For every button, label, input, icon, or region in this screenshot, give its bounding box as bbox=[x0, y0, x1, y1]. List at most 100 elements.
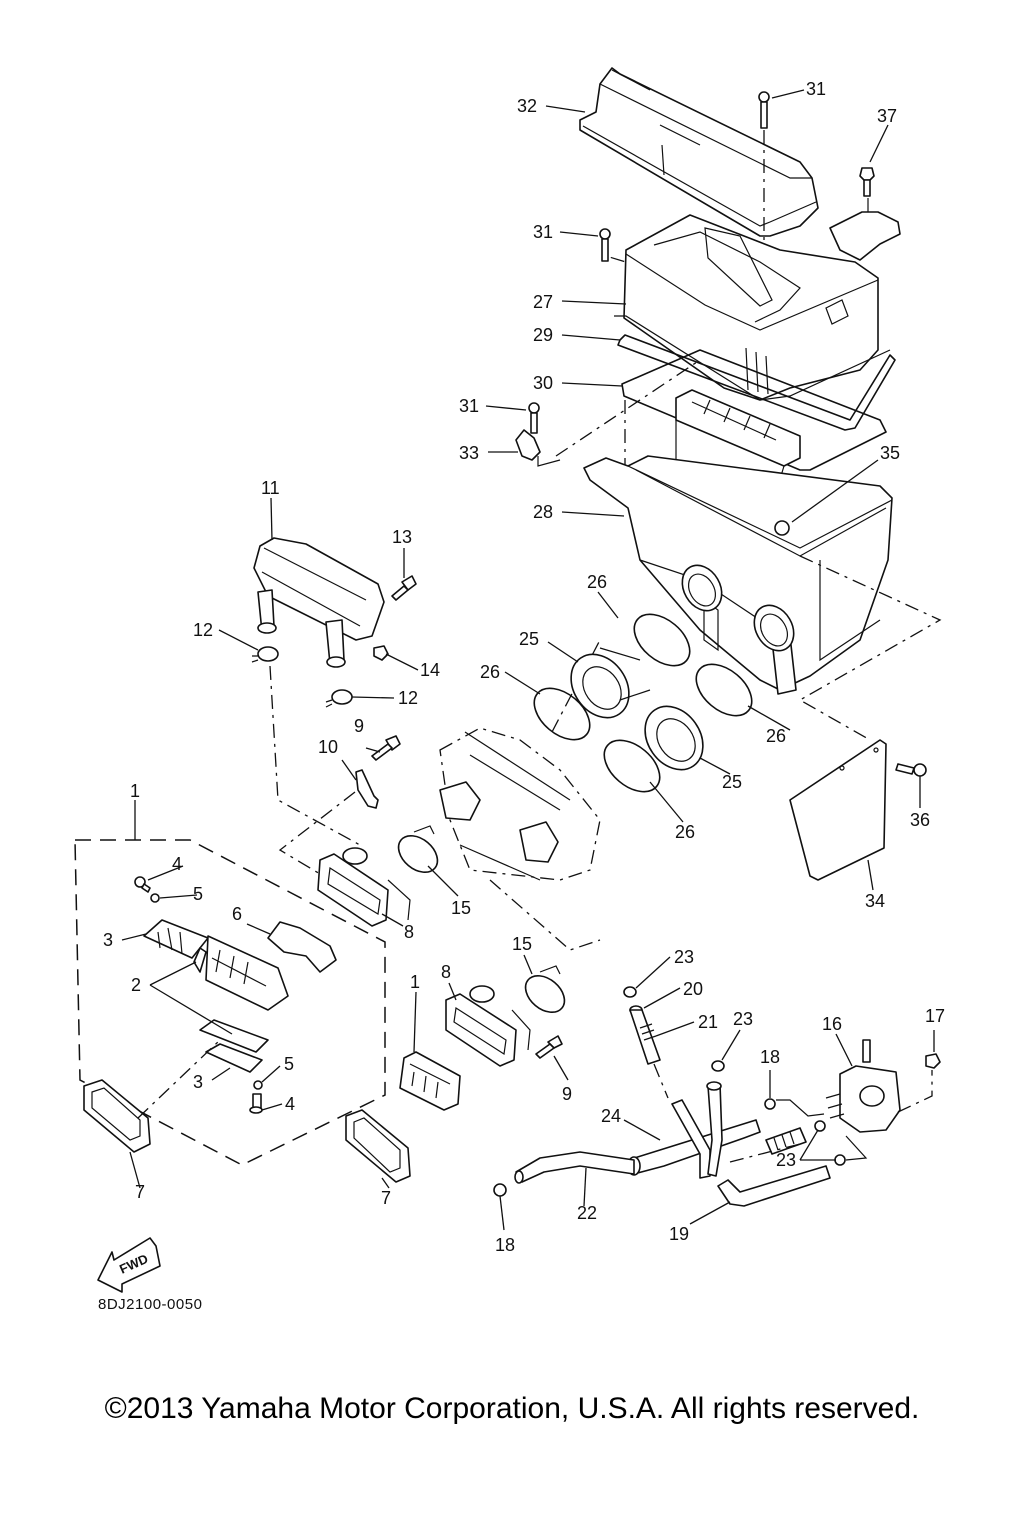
part-33-bracket[interactable] bbox=[515, 429, 561, 467]
callout-24[interactable]: 24 bbox=[601, 1106, 621, 1126]
part-31-screw-lower[interactable] bbox=[528, 402, 540, 434]
callout-2[interactable]: 2 bbox=[131, 975, 141, 995]
callout-26[interactable]: 26 bbox=[766, 726, 786, 746]
part-12-clip-b[interactable] bbox=[325, 689, 353, 708]
part-5-washer-upper[interactable] bbox=[150, 893, 160, 903]
callout-7[interactable]: 7 bbox=[135, 1182, 145, 1202]
callout-20[interactable]: 20 bbox=[683, 979, 703, 999]
part-18-clip-lower[interactable] bbox=[493, 1183, 507, 1197]
part-14-nut[interactable] bbox=[373, 645, 389, 661]
part-8-manifold-upper[interactable] bbox=[317, 847, 411, 927]
callout-10[interactable]: 10 bbox=[318, 737, 338, 757]
callout-15[interactable]: 15 bbox=[512, 934, 532, 954]
callout-13[interactable]: 13 bbox=[392, 527, 412, 547]
part-29-gasket[interactable] bbox=[617, 334, 896, 431]
y-hose[interactable] bbox=[671, 1081, 723, 1179]
part-20-hose[interactable] bbox=[629, 1005, 661, 1065]
callout-26[interactable]: 26 bbox=[675, 822, 695, 842]
part-25-joint-b[interactable] bbox=[633, 695, 715, 781]
part-28-airbox-case[interactable] bbox=[583, 455, 942, 741]
part-11-balance-pipe[interactable] bbox=[253, 537, 385, 668]
part-12-clip-a[interactable] bbox=[251, 646, 279, 663]
callout-37[interactable]: 37 bbox=[877, 106, 897, 126]
callout-3[interactable]: 3 bbox=[193, 1072, 203, 1092]
part-7-gasket-right[interactable] bbox=[345, 1109, 411, 1183]
callout-16[interactable]: 16 bbox=[822, 1014, 842, 1034]
part-32-cover[interactable] bbox=[579, 67, 819, 237]
callout-18[interactable]: 18 bbox=[760, 1047, 780, 1067]
callout-11[interactable]: 11 bbox=[261, 478, 280, 498]
part-13-bolt[interactable] bbox=[391, 575, 417, 601]
part-37-bolt[interactable] bbox=[829, 167, 901, 261]
callout-12[interactable]: 12 bbox=[193, 620, 213, 640]
callout-31[interactable]: 31 bbox=[806, 79, 826, 99]
callout-6[interactable]: 6 bbox=[232, 904, 242, 924]
callout-26[interactable]: 26 bbox=[587, 572, 607, 592]
callout-15[interactable]: 15 bbox=[451, 898, 471, 918]
callout-33[interactable]: 33 bbox=[459, 443, 479, 463]
part-9-bolt-lower[interactable] bbox=[535, 1035, 563, 1059]
part-36-screw[interactable] bbox=[895, 763, 927, 777]
callout-1[interactable]: 1 bbox=[410, 972, 420, 992]
callout-23[interactable]: 23 bbox=[776, 1150, 796, 1170]
part-10-holder[interactable] bbox=[355, 769, 379, 809]
part-35-grommet[interactable] bbox=[774, 520, 790, 536]
callout-5[interactable]: 5 bbox=[193, 884, 203, 904]
part-2-reed-valve[interactable] bbox=[193, 935, 289, 1011]
part-31-screw-left[interactable] bbox=[599, 228, 611, 262]
part-25-joint-a[interactable] bbox=[559, 643, 651, 729]
callout-8[interactable]: 8 bbox=[441, 962, 451, 982]
callout-30[interactable]: 30 bbox=[533, 373, 553, 393]
callout-5[interactable]: 5 bbox=[284, 1054, 294, 1074]
callout-28[interactable]: 28 bbox=[533, 502, 553, 522]
part-15-clamp-lower[interactable] bbox=[519, 965, 572, 1020]
part-8-manifold-lower[interactable] bbox=[445, 985, 531, 1067]
part-23-clip-a[interactable] bbox=[623, 986, 637, 998]
callout-29[interactable]: 29 bbox=[533, 325, 553, 345]
part-31-screw-top[interactable] bbox=[758, 91, 770, 300]
callout-19[interactable]: 19 bbox=[669, 1224, 689, 1244]
part-5-washer-lower[interactable] bbox=[253, 1080, 263, 1090]
callout-36[interactable]: 36 bbox=[910, 810, 930, 830]
part-9-bolt-upper[interactable] bbox=[371, 735, 401, 761]
part-23-clip-c[interactable] bbox=[814, 1120, 868, 1166]
part-26-clamp-b[interactable] bbox=[525, 678, 600, 750]
callout-35[interactable]: 35 bbox=[880, 443, 900, 463]
part-19-hose[interactable] bbox=[717, 1165, 831, 1207]
callout-4[interactable]: 4 bbox=[285, 1094, 295, 1114]
callout-3[interactable]: 3 bbox=[103, 930, 113, 950]
callout-25[interactable]: 25 bbox=[519, 629, 539, 649]
part-7-gasket-left[interactable] bbox=[83, 1079, 151, 1153]
callout-4[interactable]: 4 bbox=[172, 854, 182, 874]
part-26-clamp-a[interactable] bbox=[625, 604, 700, 676]
part-17-nut[interactable] bbox=[925, 1053, 941, 1069]
part-26-clamp-c[interactable] bbox=[687, 654, 762, 726]
callout-8[interactable]: 8 bbox=[404, 922, 414, 942]
part-15-clamp-upper[interactable] bbox=[392, 825, 445, 880]
callout-9[interactable]: 9 bbox=[354, 716, 364, 736]
callout-23[interactable]: 23 bbox=[733, 1009, 753, 1029]
callout-18[interactable]: 18 bbox=[495, 1235, 515, 1255]
callout-26[interactable]: 26 bbox=[480, 662, 500, 682]
part-26-clamp-d[interactable] bbox=[595, 730, 670, 802]
callout-1[interactable]: 1 bbox=[130, 781, 140, 801]
callout-23[interactable]: 23 bbox=[674, 947, 694, 967]
callout-34[interactable]: 34 bbox=[865, 891, 885, 911]
callout-12[interactable]: 12 bbox=[398, 688, 418, 708]
callout-17[interactable]: 17 bbox=[925, 1006, 945, 1026]
callout-14[interactable]: 14 bbox=[420, 660, 440, 680]
part-30-gasket[interactable] bbox=[555, 349, 887, 471]
part-23-clip-b[interactable] bbox=[711, 1060, 725, 1072]
callout-22[interactable]: 22 bbox=[577, 1203, 597, 1223]
part-18-clip-upper[interactable] bbox=[764, 1098, 825, 1117]
callout-31[interactable]: 31 bbox=[459, 396, 479, 416]
part-22-hose[interactable] bbox=[514, 1151, 635, 1184]
callout-21[interactable]: 21 bbox=[698, 1012, 718, 1032]
corrugated-hose[interactable] bbox=[765, 1127, 807, 1155]
part-6-intake-spacer[interactable] bbox=[267, 921, 337, 973]
callout-7[interactable]: 7 bbox=[381, 1188, 391, 1208]
part-4-screw-upper[interactable] bbox=[134, 876, 151, 893]
callout-31[interactable]: 31 bbox=[533, 222, 553, 242]
part-1-reed-valve-lower[interactable] bbox=[399, 1051, 461, 1111]
callout-32[interactable]: 32 bbox=[517, 96, 537, 116]
